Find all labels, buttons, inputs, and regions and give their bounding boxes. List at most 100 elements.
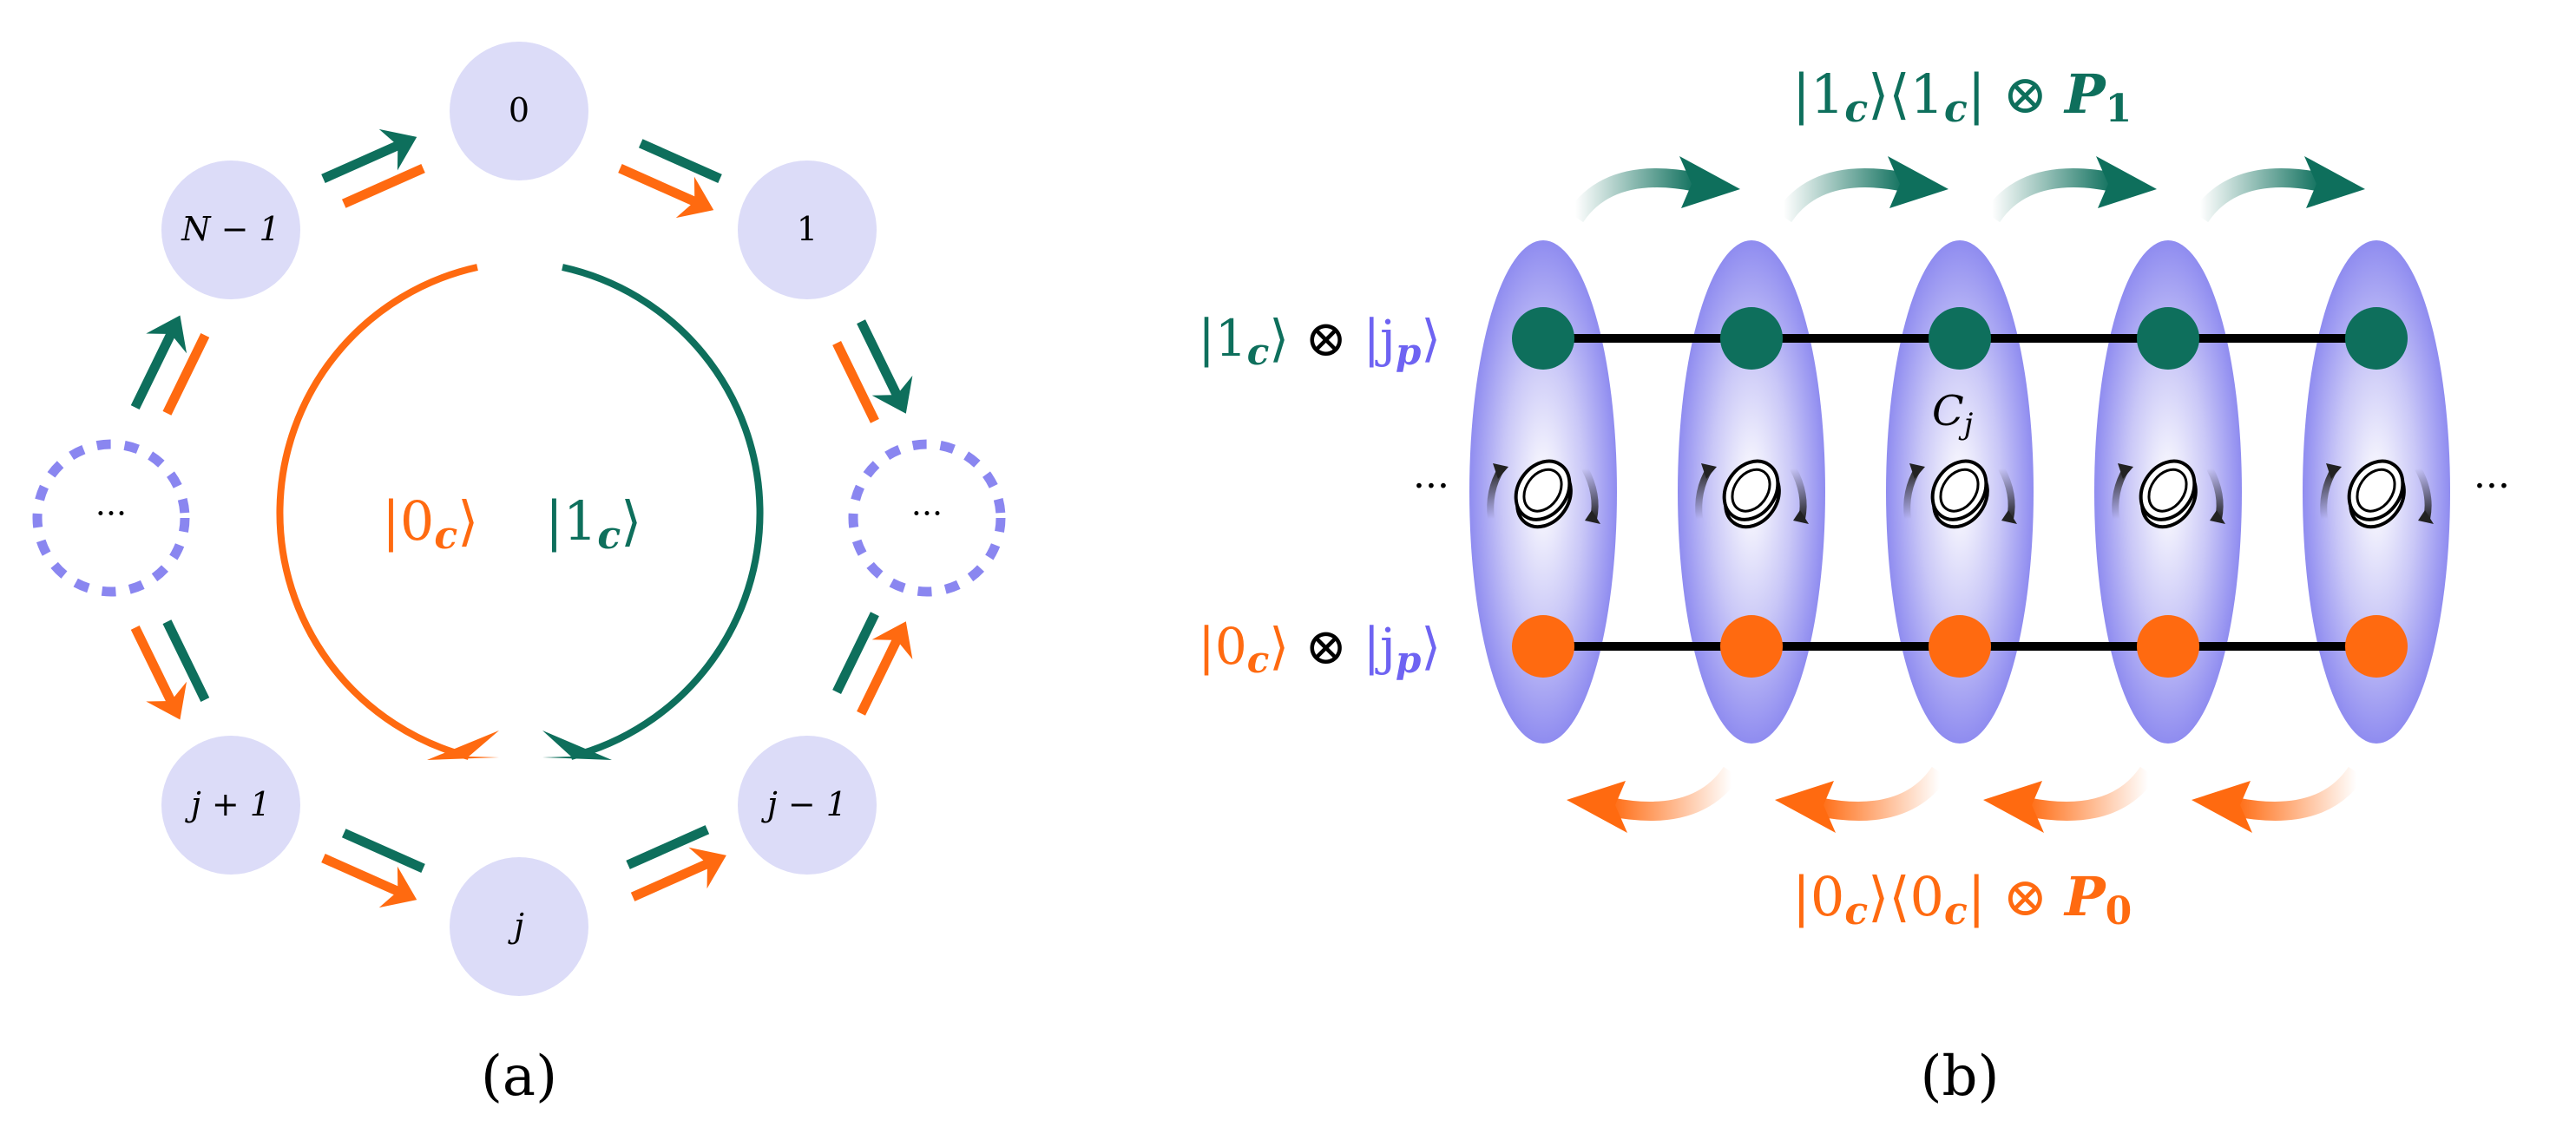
node-j-plus-1-label: j + 1 xyxy=(185,785,271,823)
coin-4-rim xyxy=(2356,468,2396,513)
ring-teal-arrow-7-head xyxy=(146,315,187,354)
ring-orange-arrow-0 xyxy=(329,164,425,211)
left-ellipsis: ··· xyxy=(1413,464,1449,508)
coin-1 xyxy=(1695,459,1809,529)
ring-orange-arrow-5-head xyxy=(378,866,417,908)
teal-hop-arrow-0-head xyxy=(1679,156,1740,208)
orange-hop-arrow-0-body xyxy=(1607,766,1740,821)
ring-teal-arrow-4-shaft xyxy=(626,825,710,869)
ring-teal-arrow-0-head xyxy=(378,128,417,171)
node-j-minus-1: j − 1 xyxy=(738,736,877,875)
coin-3-arrowhead-up xyxy=(2118,463,2133,479)
coin-4-arrowhead-down xyxy=(2418,510,2434,524)
center-teal-ket: |1c⟩ xyxy=(545,489,641,558)
teal-site-dot-3 xyxy=(2137,307,2199,370)
node-j-plus-1: j + 1 xyxy=(161,736,300,875)
node-0-label: 0 xyxy=(509,91,529,129)
orange-hop-arrow-0-head xyxy=(1567,781,1627,833)
teal-hop-arrow-2-body xyxy=(1983,168,2116,223)
orange-site-dot-4 xyxy=(2345,615,2408,678)
ring-orange-arrow-1 xyxy=(618,164,714,219)
row-top-label: |1c⟩ ⊗ |jp⟩ xyxy=(1198,309,1441,373)
orange-site-dot-3 xyxy=(2137,615,2199,678)
panel-b: |1c⟩⟨1c| ⊗ P1 Cj ··· ··· |1c⟩ ⊗ |jp⟩ |0c… xyxy=(1198,62,2510,1109)
ring-teal-arrow-1 xyxy=(626,128,722,183)
coin-1-rim xyxy=(1731,468,1771,513)
orange-hop-arrow-3 xyxy=(2192,766,2365,833)
node-1-label: 1 xyxy=(797,210,818,248)
node-j-minus-1-label: j − 1 xyxy=(761,785,847,823)
ring-teal-arrow-3-shaft xyxy=(832,612,879,694)
coin-0-arrowhead-up xyxy=(1493,463,1508,479)
coin-3-arrowhead-down xyxy=(2210,510,2225,524)
teal-hop-arrow-0-body xyxy=(1567,168,1699,223)
ring-orange-arrow-0-shaft xyxy=(341,164,425,208)
ring-teal-arrow-3 xyxy=(823,612,879,706)
row-bottom-label: |0c⟩ ⊗ |jp⟩ xyxy=(1198,617,1441,681)
coin-label: Cj xyxy=(1932,387,1974,442)
bottom-formula: |0c⟩⟨0c| ⊗ P0 xyxy=(1792,865,2132,934)
teal-hop-arrow-3-head xyxy=(2304,156,2365,208)
ring-orange-arrow-5 xyxy=(321,854,417,908)
coin-2-arrowhead-down xyxy=(2001,510,2017,524)
node-n-minus-1-label: N − 1 xyxy=(181,210,279,248)
ring-teal-arrow-0 xyxy=(321,128,417,183)
ring-orange-arrow-7-shaft xyxy=(162,333,210,416)
coin-2 xyxy=(1903,459,2017,529)
orange-site-dot-2 xyxy=(1929,615,1991,678)
ring-teal-arrow-2 xyxy=(857,319,913,414)
ring-teal-arrow-0-shaft xyxy=(321,139,405,183)
node-right-dots: ··· xyxy=(848,439,1006,597)
ring-teal-arrow-1-shaft xyxy=(638,139,722,183)
teal-circular-arrowhead xyxy=(542,731,612,760)
node-n-minus-1: N − 1 xyxy=(161,161,300,299)
ring-orange-arrow-6-head xyxy=(146,681,187,720)
lattice-dots xyxy=(1512,307,2408,678)
orange-hop-arrow-3-body xyxy=(2232,766,2365,821)
ring-teal-arrow-6-shaft xyxy=(162,619,210,702)
caption-a: (a) xyxy=(481,1045,557,1109)
orange-hop-arrow-2-head xyxy=(1983,781,2044,833)
teal-hop-arrow-1 xyxy=(1775,156,1948,223)
coin-3 xyxy=(2112,459,2225,529)
coin-2-arrowhead-up xyxy=(1909,463,1925,479)
center-orange-ket: |0c⟩ xyxy=(382,489,478,558)
ring-teal-arrow-4 xyxy=(614,825,710,872)
ring-orange-arrow-6-shaft xyxy=(130,626,178,708)
coin-0-arrowhead-down xyxy=(1585,510,1600,524)
coin-3-rim xyxy=(2147,468,2188,513)
teal-hop-arrow-2-head xyxy=(2096,156,2157,208)
orange-hop-arrow-3-head xyxy=(2192,781,2252,833)
teal-site-dot-4 xyxy=(2345,307,2408,370)
ring-orange-arrow-3-shaft xyxy=(857,633,904,716)
orange-hop-arrow-1-body xyxy=(1816,766,1948,821)
teal-forward-arrows xyxy=(1567,156,2365,223)
teal-hop-arrow-3 xyxy=(2192,156,2365,223)
ring-teal-arrow-2-shaft xyxy=(857,319,904,402)
node-0: 0 xyxy=(450,42,588,180)
ring-orange-arrow-4 xyxy=(630,847,726,901)
ring-orange-arrow-1-shaft xyxy=(618,164,702,208)
ring-orange-arrow-1-head xyxy=(675,176,714,219)
ring-teal-arrow-6 xyxy=(160,607,210,702)
teal-hop-arrow-3-body xyxy=(2192,168,2324,223)
node-1: 1 xyxy=(738,161,877,299)
teal-site-dot-1 xyxy=(1720,307,1783,370)
ring-orange-arrow-5-shaft xyxy=(321,854,405,898)
coin-0 xyxy=(1487,459,1600,529)
orange-hop-arrow-2 xyxy=(1983,766,2157,833)
orange-site-dot-0 xyxy=(1512,615,1574,678)
coin-2-face xyxy=(1930,459,1988,521)
ring-arrows xyxy=(130,128,913,908)
node-left-dots-label: ··· xyxy=(95,495,127,533)
coin-1-arrowhead-down xyxy=(1793,510,1809,524)
ring-teal-arrow-6-head xyxy=(160,607,194,627)
ring-orange-arrow-2 xyxy=(830,329,879,423)
ring-orange-arrow-2-shaft xyxy=(832,341,879,423)
node-right-dots-label: ··· xyxy=(911,495,943,533)
teal-hop-arrow-0 xyxy=(1567,156,1740,223)
node-left-dots: ··· xyxy=(32,439,190,597)
ring-teal-arrow-5-shaft xyxy=(341,829,425,873)
teal-circular-arrow xyxy=(562,264,764,760)
teal-hop-arrow-1-head xyxy=(1888,156,1948,208)
